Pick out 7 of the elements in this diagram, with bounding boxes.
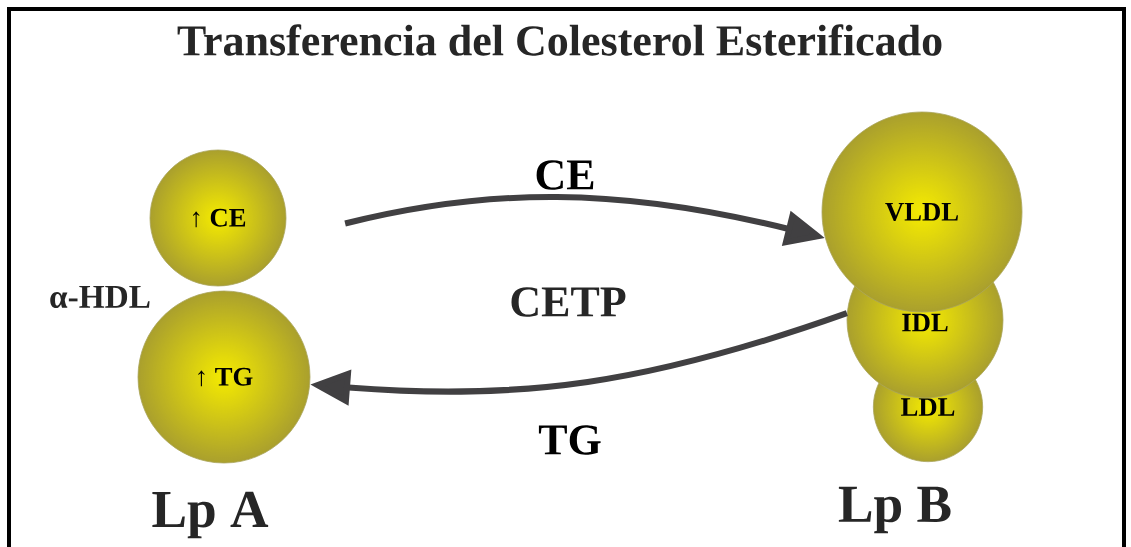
enzyme-label: CETP xyxy=(511,287,626,317)
edge-label: CE xyxy=(533,158,597,192)
title: Transferencia del Colesterol Esterificado xyxy=(177,24,942,56)
lipoprotein-sphere: ↑ CE xyxy=(149,149,287,287)
edge-label: TG xyxy=(536,423,604,457)
group-label: Lp B xyxy=(838,486,951,534)
lipoprotein-sphere: VLDL xyxy=(821,111,1023,313)
